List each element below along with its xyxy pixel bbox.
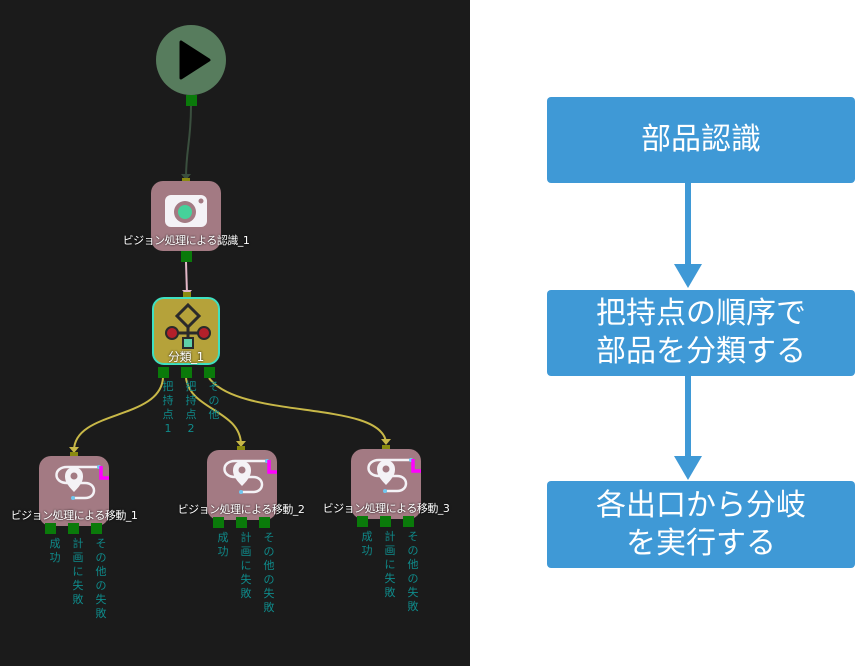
wire-arrow [236, 441, 246, 447]
classify-port-label: 把持点1 [162, 380, 174, 435]
move-port-label: 成功 [217, 531, 229, 558]
flow-step-text: 部品認識 [641, 122, 761, 157]
move-output-port[interactable] [68, 523, 79, 534]
move-output-port[interactable] [259, 517, 270, 528]
wire-arrow [69, 447, 79, 453]
connection-wires [69, 105, 391, 453]
flow-step-classify: 把持点の順序で 部品を分類する [547, 290, 855, 376]
move-port-label: その他の失敗 [263, 531, 275, 614]
start-output-port[interactable] [186, 95, 197, 106]
flow-step-recognize: 部品認識 [547, 97, 855, 183]
classify-node[interactable] [152, 297, 220, 365]
camera-icon [165, 195, 207, 227]
classify-node-label: 分類_1 [168, 350, 204, 364]
move-input-port[interactable] [382, 445, 390, 451]
move-port-label: その他の失敗 [407, 530, 419, 613]
vision-recognition-node[interactable] [151, 181, 221, 251]
path-pin-icon [223, 459, 277, 494]
wire-classify-to-move1 [73, 377, 164, 451]
move-output-port[interactable] [403, 516, 414, 527]
move-output-port[interactable] [236, 517, 247, 528]
wire-vision-to-classify [185, 261, 188, 295]
move-input-port[interactable] [70, 452, 78, 458]
move-port-label: 計画に失敗 [72, 537, 84, 606]
move-node-label: ビジョン処理による移動_2 [177, 503, 305, 516]
move-port-label: 計画に失敗 [384, 530, 396, 599]
start-node[interactable] [156, 25, 226, 95]
classify-input-port[interactable] [183, 292, 191, 298]
move-output-port[interactable] [357, 516, 368, 527]
move-port-label: その他の失敗 [95, 537, 107, 620]
move-output-port[interactable] [380, 516, 391, 527]
classify-port-label: 把持点2 [185, 380, 197, 435]
flow-arrowhead-2 [674, 456, 702, 480]
flow-arrowhead-1 [674, 264, 702, 288]
wire-classify-to-move3 [208, 377, 387, 443]
flow-step-text: 各出口から分岐 [596, 487, 806, 523]
classify-port-1[interactable] [158, 367, 169, 378]
move-output-port[interactable] [213, 517, 224, 528]
move-input-port[interactable] [237, 446, 245, 452]
flow-step-text: を実行する [626, 525, 776, 561]
wire-arrow [381, 439, 391, 445]
vision-move-node-2[interactable] [207, 450, 277, 520]
move-output-port[interactable] [45, 523, 56, 534]
move-port-label: 計画に失敗 [240, 531, 252, 600]
wire-start-to-vision [185, 105, 192, 179]
classify-port-2[interactable] [181, 367, 192, 378]
move-port-label: 成功 [361, 530, 373, 557]
vision-move-node-3[interactable] [351, 449, 421, 519]
classify-port-3[interactable] [204, 367, 215, 378]
classify-port-label: その他 [208, 380, 220, 421]
workflow-canvas[interactable]: ビジョン処理による認識_1 分類_1 把持点1 把持点2 その他 ビジョン処理に… [0, 0, 470, 666]
vision-move-node-1[interactable] [39, 456, 109, 526]
vision-output-port[interactable] [181, 251, 192, 262]
path-pin-icon [55, 465, 109, 500]
wire-classify-to-move2 [185, 377, 242, 445]
flow-step-branch: 各出口から分岐 を実行する [547, 481, 855, 568]
move-node-label: ビジョン処理による移動_3 [322, 502, 450, 515]
flow-step-text: 部品を分類する [596, 334, 806, 369]
vision-node-label: ビジョン処理による認識_1 [122, 234, 250, 247]
wire-arrow [181, 174, 191, 180]
move-port-label: 成功 [49, 537, 61, 564]
branch-icon [165, 302, 211, 349]
path-pin-icon [367, 458, 421, 493]
move-node-label: ビジョン処理による移動_1 [10, 509, 138, 522]
play-icon [179, 40, 211, 80]
flow-step-text: 把持点の順序で [596, 296, 806, 331]
move-output-port[interactable] [91, 523, 102, 534]
